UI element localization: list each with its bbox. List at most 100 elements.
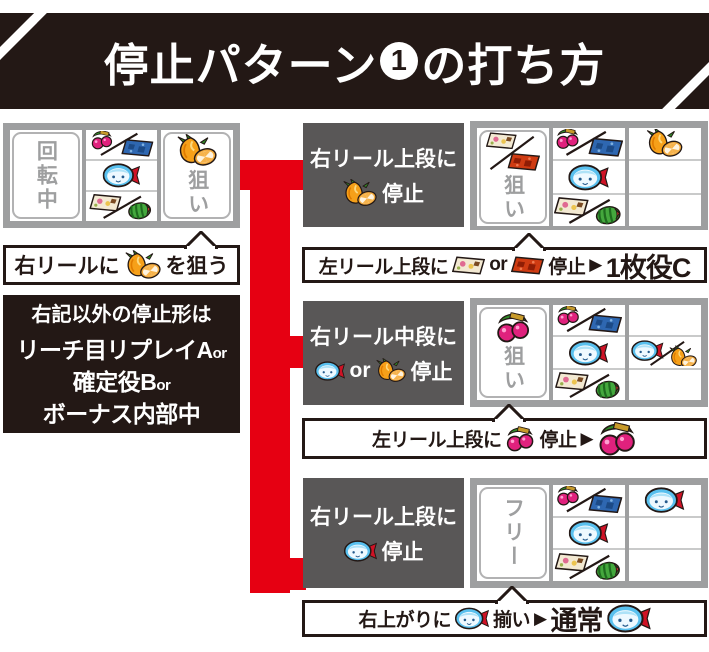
connector-branch-step3 [286,558,306,590]
instruction-text: 右リール上段に [310,505,457,529]
result-or: or [489,254,508,275]
whitebar-or-watermelon-icons [87,193,156,220]
blue-character-symbol-icon [554,163,623,192]
speech-tail-icon [184,231,218,249]
reel-label: 回転中 [34,139,58,212]
instruction-text: 右リール上段に [310,147,457,171]
instruction-or: or [349,358,371,382]
blue-character-symbol-icon [87,162,156,189]
instruction-box-step3: 右リール上段に 停止 [303,478,464,588]
character-or-orange-icons [630,339,699,367]
result-box-step1: 左リール上段に or 停止 ▶ 1枚役C [302,247,707,283]
result-text: 左リール上段に [371,430,502,451]
reel-label: 狙い [185,169,209,217]
reel-label: 狙い [501,174,525,222]
reel-column [629,128,701,226]
blue-character-symbol-icon [554,519,623,547]
result-text: 停止 [548,256,586,278]
result-strong-text: 通常 [550,606,604,636]
reel-cell [629,369,701,400]
aim-bubble: 右リールに を狙う [3,245,240,285]
reel-column [553,128,625,226]
other-stops-info-box: 右記以外の停止形は リーチ目リプレイAor 確定役Bor ボーナス内部中 [3,295,240,433]
red-bar-icon [511,256,544,275]
reel-cell [629,517,701,549]
whitebar-or-watermelon-icons [554,196,623,225]
speech-tail-icon [492,404,526,422]
page-title: 停止パターン 1 の打ち方 [104,29,606,94]
result-text: 左リール上段に [318,256,449,278]
cherry-or-replay-bar-icons [554,306,623,334]
reel-window: 狙い [479,307,547,398]
corner-stripe-icon [671,31,709,106]
result-text: 停止 [539,430,577,451]
instruction-line: or 停止 [315,356,453,386]
reel-window-column: フリー [477,485,549,581]
reel-cell [553,485,625,516]
info-text: リーチ目リプレイA [16,336,213,363]
reel-label: フリー [501,497,525,569]
info-or: or [156,376,171,394]
reel-window: フリー [479,487,547,579]
flame-orange-symbol-icon [125,250,161,280]
reel-cell [629,194,701,226]
reel-window: 狙い [163,132,231,219]
info-or: or [212,344,228,362]
corner-stripe-icon [0,16,38,91]
blue-character-symbol-icon [455,607,489,630]
result-strong-text: 1枚役C [605,252,692,283]
reel-column [553,485,625,581]
reel-cell [629,161,701,193]
instruction-text: 停止 [382,182,424,206]
reel-cell [553,161,625,193]
instruction-text: 右リール中段に [310,325,457,349]
cherry-symbol-icon [597,422,637,456]
reel-diagram-step1: 狙い [470,121,708,230]
reel-diagram-start: 回転中 狙い [3,123,240,228]
blue-character-symbol-icon [607,604,651,633]
reel-label: 狙い [501,345,525,393]
title-text: の打ち方 [421,39,606,91]
speech-tail-icon [495,586,529,604]
cherry-or-replay-bar-icons [554,486,623,514]
whitebar-or-watermelon-icons [554,371,623,399]
cherry-or-replay-bar-icons [87,131,156,158]
reel-cell [553,550,625,581]
result-text: 揃い [492,610,531,631]
reel-window-column: 回転中 [10,130,82,221]
reel-column [85,130,158,221]
cherry-or-replay-bar-icons [554,129,623,158]
arrow-icon: ▶ [533,608,547,628]
page-header: 停止パターン 1 の打ち方 [0,13,709,109]
reel-cell [553,194,625,226]
reel-cell [629,305,701,336]
flame-orange-symbol-icon [177,134,217,167]
result-box-step2: 左リール上段に 停止 ▶ [302,418,707,459]
instruction-text: 停止 [381,540,424,564]
reel-cell [553,305,625,336]
instruction-text: 停止 [410,360,453,384]
instruction-line: 停止 [344,536,424,566]
info-line: 右記以外の停止形は [31,303,212,326]
reel-window-column: 狙い [477,305,549,400]
reel-cell [629,550,701,581]
reel-window: 回転中 [12,132,80,219]
reel-cell [553,337,625,368]
white-bar-icon [452,256,485,275]
whitebar-or-redbar-icons [486,132,540,172]
flame-orange-symbol-icon [376,358,406,383]
connector-branch-step1 [238,160,306,190]
blue-character-symbol-icon [630,486,699,514]
instruction-box-step1: 右リール上段に 停止 [303,123,464,227]
whitebar-or-watermelon-icons [554,552,623,580]
reel-cell [629,485,701,516]
blue-character-symbol-icon [344,540,377,562]
reel-cell [85,130,158,159]
reel-window-column: 狙い [477,128,549,226]
reel-cell [85,161,158,190]
reel-cell [553,128,625,160]
info-line: ボーナス内部中 [42,401,201,428]
reel-cell [85,192,158,221]
connector-trunk [250,160,290,593]
